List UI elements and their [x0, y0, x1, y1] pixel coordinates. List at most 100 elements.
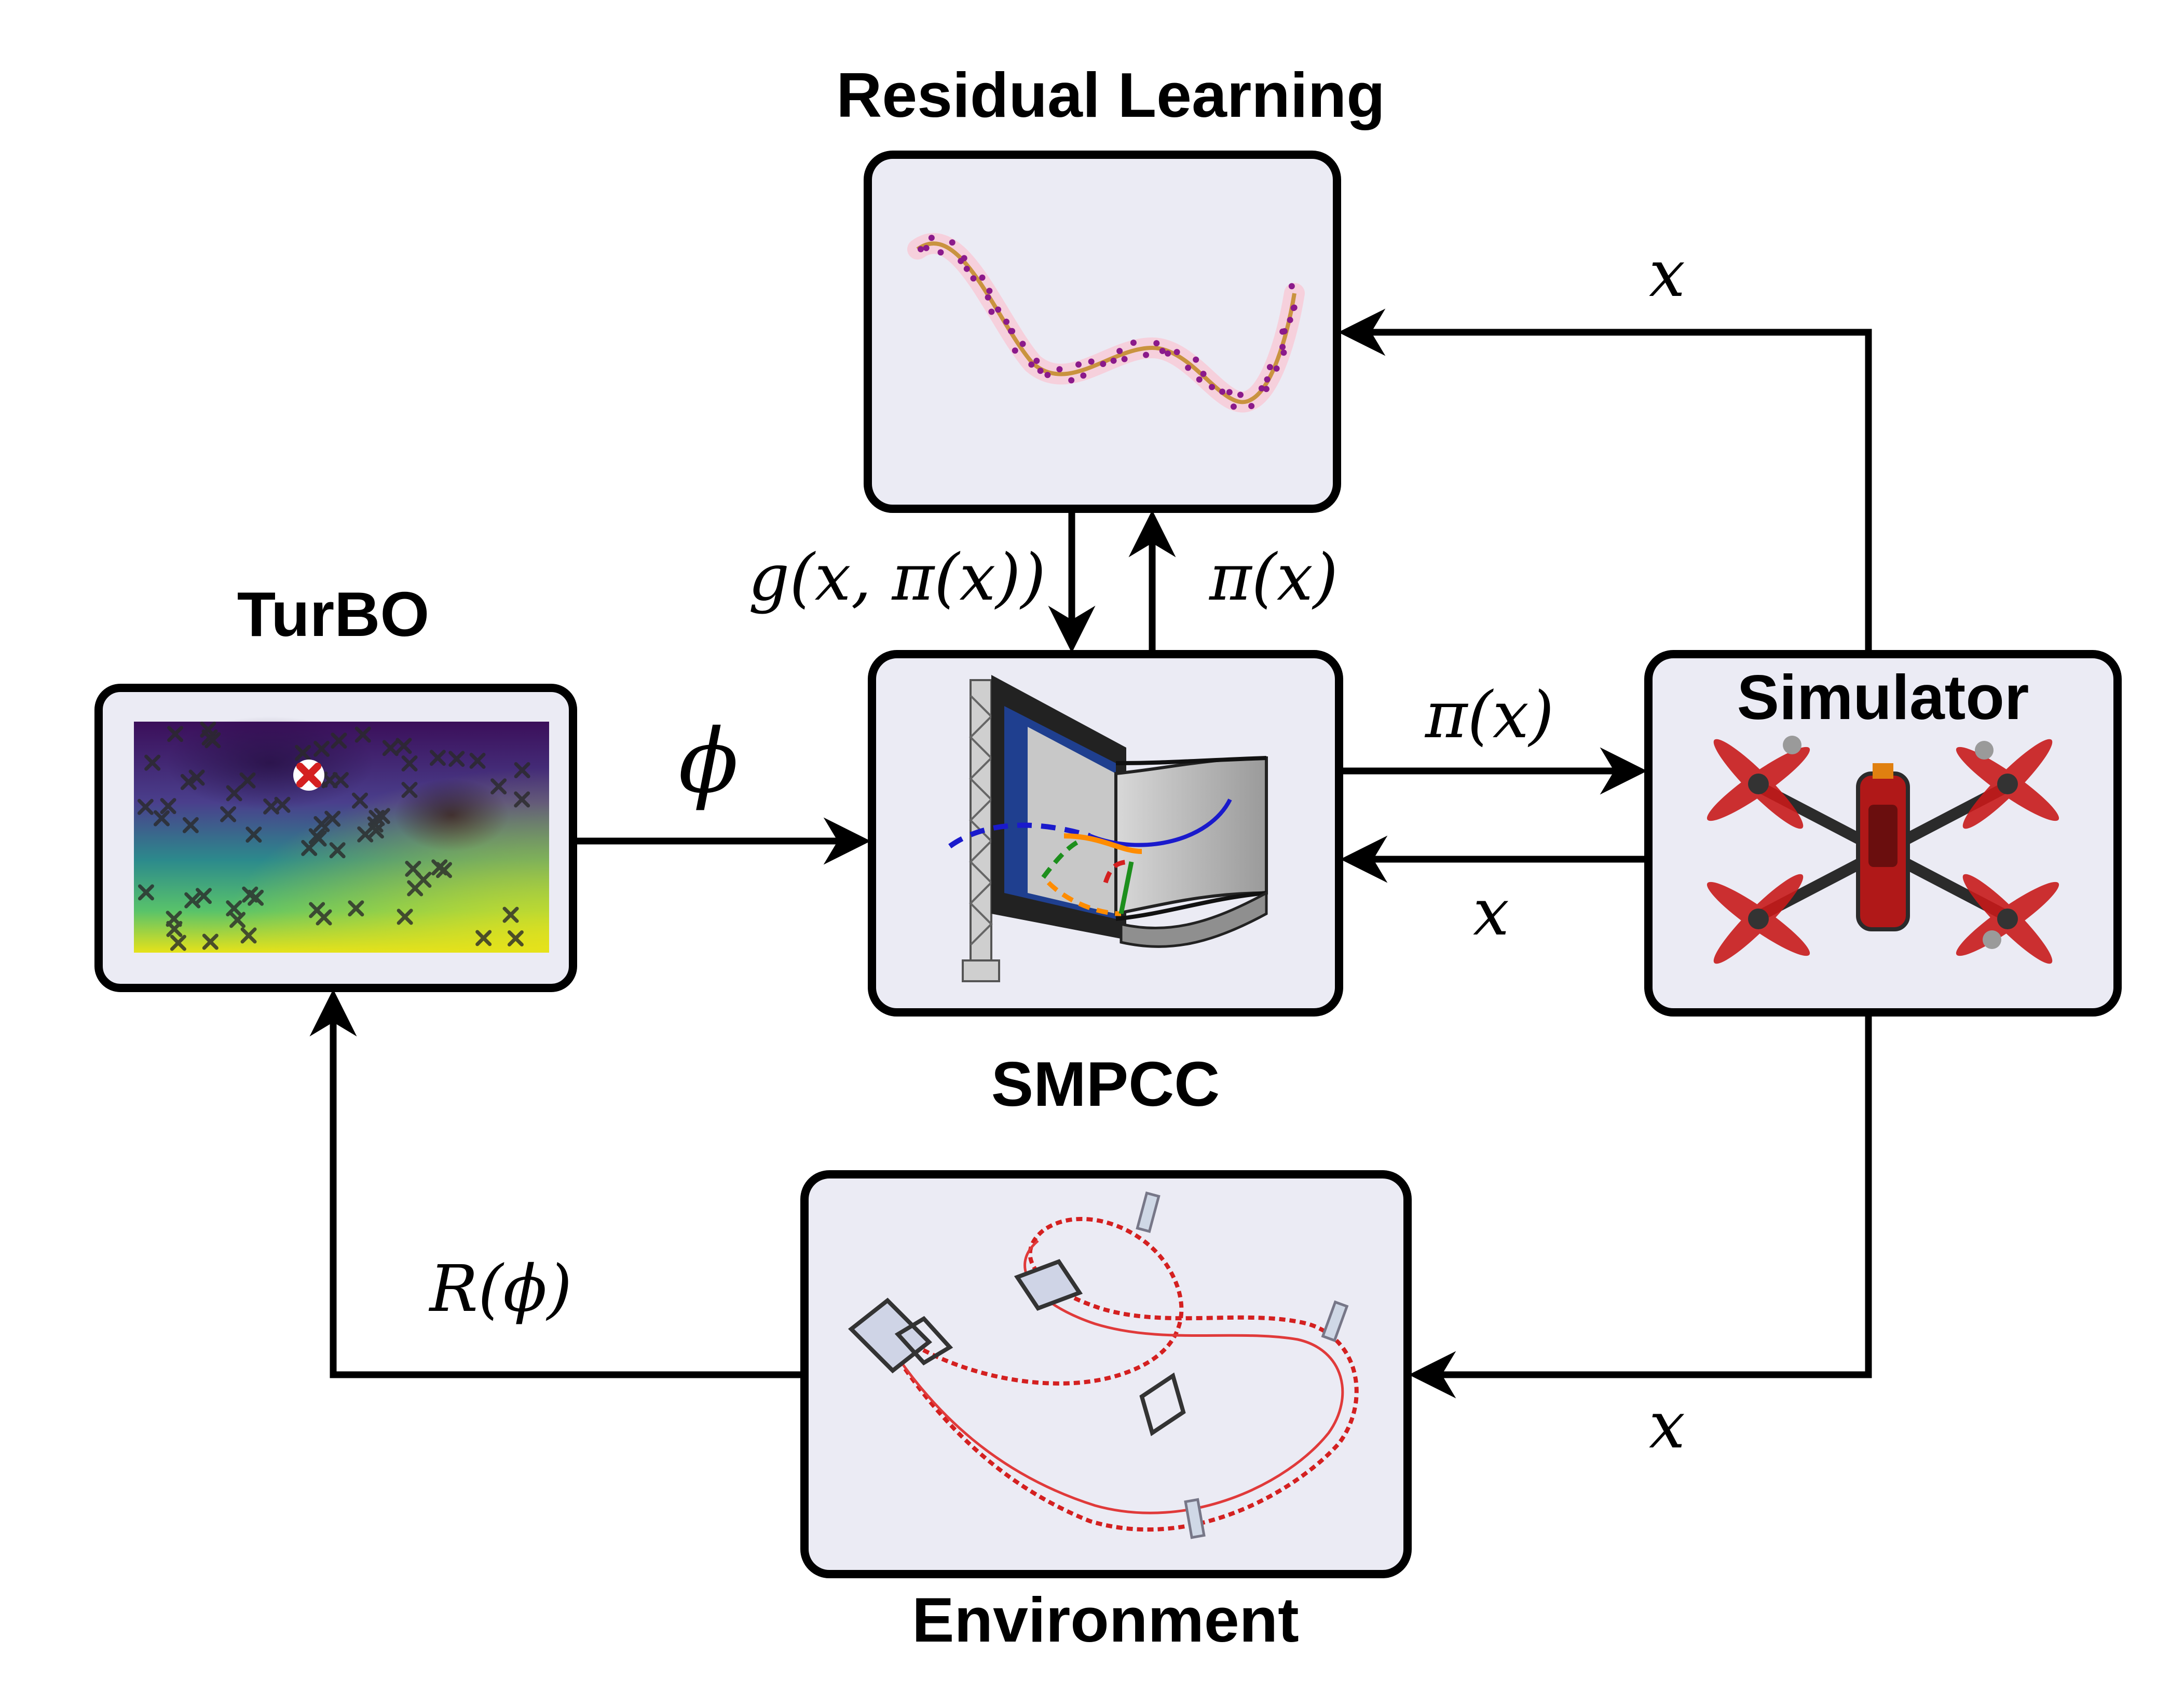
sample-cross [329, 842, 346, 859]
data-point [985, 294, 991, 301]
data-point [1193, 356, 1199, 363]
sample-cross [200, 721, 216, 738]
data-point [988, 308, 995, 315]
data-point [1258, 385, 1265, 392]
sample-cross [220, 806, 237, 822]
data-point [979, 274, 986, 281]
simulator-block[interactable]: Simulator [1644, 650, 2122, 1017]
simulator-title: Simulator [1737, 662, 2029, 733]
sample-cross [324, 810, 341, 827]
sample-cross [301, 839, 318, 856]
sample-cross [242, 886, 258, 903]
data-point [1237, 391, 1244, 398]
quadrotor-drone-icon [1707, 736, 2059, 964]
sample-cross [367, 822, 384, 839]
label-environment-to-turbo: R(ϕ) [429, 1252, 572, 1326]
data-point [1226, 389, 1233, 396]
data-point [1165, 350, 1171, 357]
sample-cross [263, 798, 280, 815]
sample-cross [351, 792, 368, 809]
data-point [1088, 358, 1095, 365]
data-point [1264, 376, 1271, 383]
sample-cross [188, 769, 205, 786]
data-point [1153, 340, 1160, 347]
smpcc-block[interactable]: SMPCC [868, 650, 1343, 1119]
sample-cross [170, 934, 186, 951]
environment-block[interactable]: Environment [800, 1170, 1412, 1655]
environment-title: Environment [912, 1584, 1299, 1655]
data-point [1230, 403, 1237, 410]
data-points [918, 235, 1298, 410]
sample-cross [469, 752, 486, 769]
data-point [986, 288, 993, 294]
regression-plot-icon [907, 233, 1305, 413]
arrow-environment-to-turbo [309, 989, 804, 1378]
data-point [1080, 372, 1087, 379]
data-point [1028, 361, 1035, 368]
sample-cross [182, 817, 199, 833]
sample-cross [184, 892, 201, 909]
data-point [963, 265, 970, 272]
label-simulator-to-residual: x [1649, 237, 1685, 311]
sample-cross [166, 920, 183, 937]
data-point [1003, 318, 1009, 325]
sample-cross [229, 912, 246, 928]
sample-cross [160, 798, 176, 815]
sample-cross [245, 827, 262, 843]
sample-cross [144, 754, 161, 771]
data-point [1110, 357, 1117, 364]
sample-cross [354, 726, 371, 743]
data-point [1219, 388, 1226, 395]
sample-cross [180, 774, 197, 790]
data-point [1044, 372, 1051, 378]
smpcc-title: SMPCC [991, 1049, 1220, 1119]
residual-learning-block[interactable]: Residual Learning [836, 60, 1385, 513]
data-point [1281, 328, 1288, 335]
data-point [1009, 328, 1016, 334]
sample-cross [382, 740, 399, 756]
sample-cross [401, 755, 418, 772]
data-point [1209, 384, 1216, 390]
data-point [1019, 341, 1026, 347]
data-point [1200, 371, 1207, 377]
sample-cross [313, 816, 330, 832]
sample-cross [348, 900, 364, 917]
turbo-heatmap-icon [134, 716, 549, 953]
data-point [1196, 376, 1203, 383]
arrow-simulator-to-environment [1409, 1012, 1872, 1399]
data-point [1159, 348, 1166, 355]
best-sample-marker [293, 760, 324, 791]
data-point [1248, 403, 1255, 410]
sample-cross [502, 906, 519, 923]
data-point [1100, 361, 1107, 368]
label-simulator-to-smpcc: x [1473, 875, 1509, 950]
data-point [1075, 361, 1082, 368]
sample-cross [308, 828, 325, 845]
turbo-block[interactable]: TurBO [94, 579, 577, 992]
sample-cross [507, 930, 524, 946]
sample-cross [395, 738, 412, 754]
data-point [928, 235, 935, 241]
data-point [1056, 366, 1063, 373]
sample-cross [138, 884, 154, 901]
environment-box [800, 1170, 1412, 1578]
data-point [1012, 347, 1018, 354]
data-point [995, 306, 1002, 313]
data-point [1121, 356, 1128, 362]
sample-cross [514, 791, 530, 808]
data-point [1185, 364, 1192, 371]
data-point [949, 239, 956, 246]
race-track-trajectory-icon [848, 1191, 1359, 1539]
sample-cross [429, 750, 446, 766]
sample-cross [226, 900, 242, 917]
label-residual-feedback: g(x, π(x)) [748, 540, 1046, 615]
sample-cross [295, 744, 311, 761]
sample-cross [401, 782, 418, 798]
data-point [1290, 305, 1297, 311]
gate-corridor-icon [948, 675, 1268, 982]
sample-cross [226, 785, 242, 802]
sample-cross [475, 930, 492, 946]
data-point [1116, 348, 1123, 355]
label-turbo-to-smpcc: ϕ [678, 710, 739, 813]
